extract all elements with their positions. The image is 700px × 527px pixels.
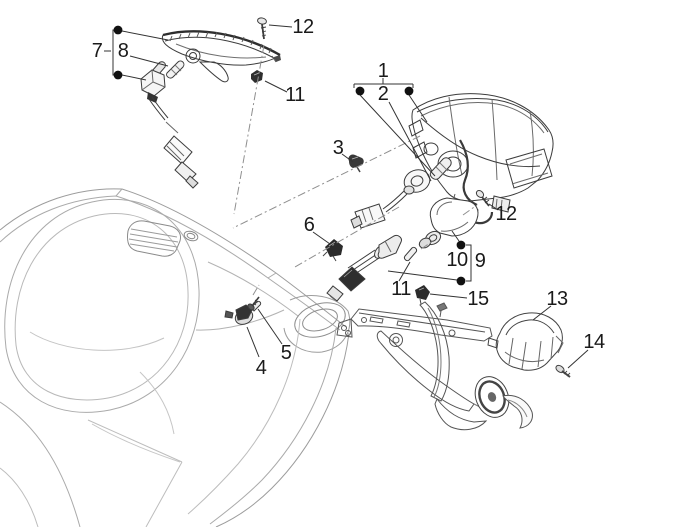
callout-label-12: 12 (495, 203, 517, 225)
callout-label-12: 12 (292, 16, 314, 38)
callout-label-8: 8 (117, 40, 129, 62)
rear-signal-socket-cable (326, 235, 402, 302)
body-grille (127, 220, 199, 257)
body-bulb-socket-4 (224, 300, 262, 325)
screw-12-top (257, 17, 267, 40)
screw-14 (555, 364, 571, 378)
rear-signal-bulb (404, 246, 417, 262)
front-turn-signal-assembly (161, 30, 281, 83)
callout-label-11: 11 (391, 278, 411, 300)
callout-label-5: 5 (280, 342, 292, 364)
front-signal-holder-cable (140, 61, 199, 189)
clip-11-top (251, 70, 263, 83)
clip-15 (415, 285, 430, 305)
callout-label-11: 11 (285, 84, 305, 106)
callout-label-4: 4 (255, 357, 267, 379)
callout-label-2: 2 (377, 83, 389, 105)
callout-label-3: 3 (332, 137, 344, 159)
callout-label-6: 6 (303, 214, 315, 236)
screw-12-right (475, 190, 490, 207)
screw-5 (247, 296, 260, 311)
callout-label-1: 1 (377, 60, 389, 82)
leader-lines (104, 24, 589, 369)
callout-label-13: 13 (546, 288, 568, 310)
horn-drawing (474, 376, 510, 418)
callout-label-10: 10 (446, 249, 468, 271)
tail-bulb (429, 157, 452, 180)
tail-bulb-holder-cable (350, 169, 431, 229)
callout-label-14: 14 (583, 331, 605, 353)
alignment-axes (232, 44, 478, 296)
rear-turn-signal-housing (418, 197, 479, 249)
callout-label-7: 7 (91, 40, 103, 62)
front-signal-bulb (166, 60, 185, 79)
scooter-body-drawing (0, 188, 351, 527)
bracket-13 (487, 312, 564, 371)
mudflap-drawing (502, 394, 533, 429)
callout-label-9: 9 (474, 250, 486, 272)
callout-label-15: 15 (467, 288, 489, 310)
subframe-drawing (336, 301, 493, 431)
clip-3 (348, 154, 364, 173)
callout-dots (113, 25, 466, 286)
